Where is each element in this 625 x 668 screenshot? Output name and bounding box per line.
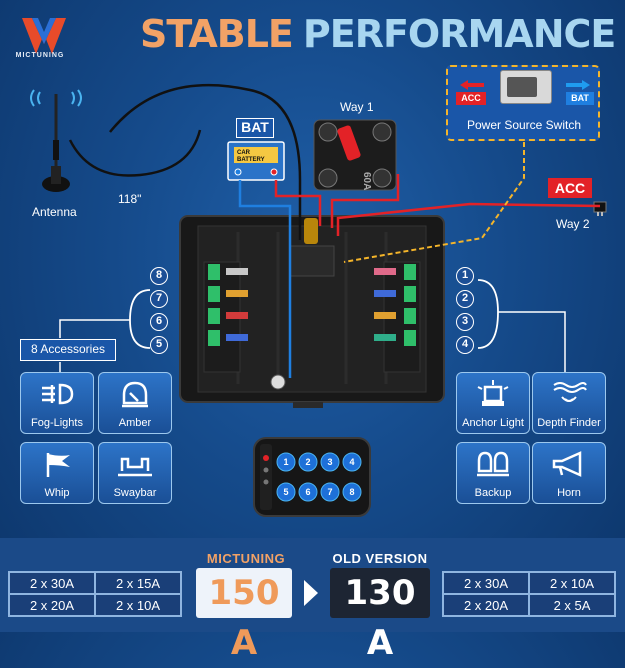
old-fuse-spec: 2 x 5A (529, 594, 615, 616)
new-version-brand: MICTUNING (206, 551, 286, 566)
old-fuse-spec: 2 x 20A (443, 594, 529, 616)
switch-acc-option[interactable]: ACC (456, 92, 486, 105)
controller-button-4-label: 4 (349, 457, 354, 467)
old-fuse-spec: 2 x 10A (529, 572, 615, 594)
channel-1: 1 (456, 267, 474, 285)
tile-depth-finder-label: Depth Finder (537, 417, 601, 429)
controller-button-7[interactable] (320, 482, 340, 502)
depth-finder-icon (553, 382, 587, 402)
backup-light-icon (477, 451, 509, 477)
switch-bat-option[interactable]: BAT (566, 92, 594, 105)
accessories-count-label: 8 Accessories (20, 339, 116, 361)
antenna-icon (30, 89, 82, 192)
fuse-box (179, 215, 445, 408)
channel-6: 6 (150, 313, 168, 331)
add-a-fuse-icon (593, 201, 607, 216)
fog-light-icon (42, 383, 74, 405)
antenna-label: Antenna (32, 205, 77, 219)
swaybar-icon (118, 457, 152, 477)
tile-anchor-light: Anchor Light (456, 372, 530, 434)
controller-button-1[interactable] (276, 452, 296, 472)
channel-5: 5 (150, 336, 168, 354)
mictuning-logo (22, 18, 66, 54)
power-source-rocker-switch[interactable] (500, 70, 552, 104)
title-part-2: PERFORMANCE (302, 12, 616, 56)
controller-button-8-label: 8 (349, 487, 354, 497)
acc-tag: ACC (548, 178, 592, 198)
play-arrow-icon (304, 580, 318, 606)
battery-text-line2: BATTERY (237, 157, 265, 163)
old-version-label: OLD VERSION (332, 551, 428, 566)
controller-button-2[interactable] (298, 452, 318, 472)
controller-button-4[interactable] (342, 452, 362, 472)
controller-button-8[interactable] (342, 482, 362, 502)
new-fuse-spec: 2 x 15A (95, 572, 181, 594)
tile-fog-lights: Fog-Lights (20, 372, 94, 434)
title-part-1: STABLE (140, 12, 294, 56)
new-fuse-spec: 2 x 10A (95, 594, 181, 616)
controller-button-3-label: 3 (327, 457, 332, 467)
tile-depth-finder: Depth Finder (532, 372, 606, 434)
cable-length-label: 118" (118, 192, 142, 206)
tile-horn-label: Horn (557, 487, 581, 499)
tile-whip: Whip (20, 442, 94, 504)
new-fuse-spec: 2 x 20A (9, 594, 95, 616)
tile-anchor-light-label: Anchor Light (462, 417, 524, 429)
tile-backup-label: Backup (474, 487, 512, 499)
tile-backup: Backup (456, 442, 530, 504)
new-fuse-spec-grid: 2 x 30A 2 x 15A 2 x 20A 2 x 10A (8, 571, 182, 617)
amber-light-icon (122, 381, 148, 408)
controller-button-6[interactable] (298, 482, 318, 502)
channel-7: 7 (150, 290, 168, 308)
whip-flag-icon (46, 453, 70, 477)
arrow-right-icon (566, 80, 590, 90)
controller-button-2-label: 2 (305, 457, 310, 467)
brand-name: MICTUNING (15, 52, 65, 59)
way1-label: Way 1 (340, 100, 374, 114)
old-fuse-spec: 2 x 30A (443, 572, 529, 594)
way2-label: Way 2 (556, 217, 590, 231)
controller-button-1-label: 1 (283, 457, 288, 467)
controller-button-3[interactable] (320, 452, 340, 472)
channel-8: 8 (150, 267, 168, 285)
circuit-breaker-icon: 60A (313, 119, 397, 191)
controller-button-7-label: 7 (327, 487, 332, 497)
power-source-switch-label: Power Source Switch (466, 118, 582, 132)
tile-whip-label: Whip (44, 487, 70, 499)
controller-button-5[interactable] (276, 482, 296, 502)
controller-button-5-label: 5 (283, 487, 288, 497)
page-title: STABLE PERFORMANCE (140, 10, 616, 58)
tile-swaybar: Swaybar (98, 442, 172, 504)
arrow-left-icon (460, 80, 484, 90)
battery-text-line1: CAR (237, 150, 251, 156)
tile-fog-lights-label: Fog-Lights (31, 417, 83, 429)
switch-panel-controller: 1 2 3 4 5 6 7 8 (253, 437, 371, 517)
horn-icon (552, 451, 582, 477)
old-version-current: 130 A (330, 568, 430, 663)
tile-amber: Amber (98, 372, 172, 434)
channel-4: 4 (456, 336, 474, 354)
old-fuse-spec-grid: 2 x 30A 2 x 10A 2 x 20A 2 x 5A (442, 571, 616, 617)
tile-amber-label: Amber (118, 417, 152, 429)
channel-2: 2 (456, 290, 474, 308)
tile-horn: Horn (532, 442, 606, 504)
battery-tag: BAT (236, 118, 274, 138)
tile-swaybar-label: Swaybar (113, 487, 157, 499)
breaker-rating: 60A (361, 172, 372, 190)
new-version-current: 150 A (196, 568, 292, 663)
anchor-light-icon (477, 380, 509, 406)
car-battery-icon: CAR BATTERY (227, 141, 285, 181)
channel-3: 3 (456, 313, 474, 331)
controller-button-6-label: 6 (305, 487, 310, 497)
new-fuse-spec: 2 x 30A (9, 572, 95, 594)
